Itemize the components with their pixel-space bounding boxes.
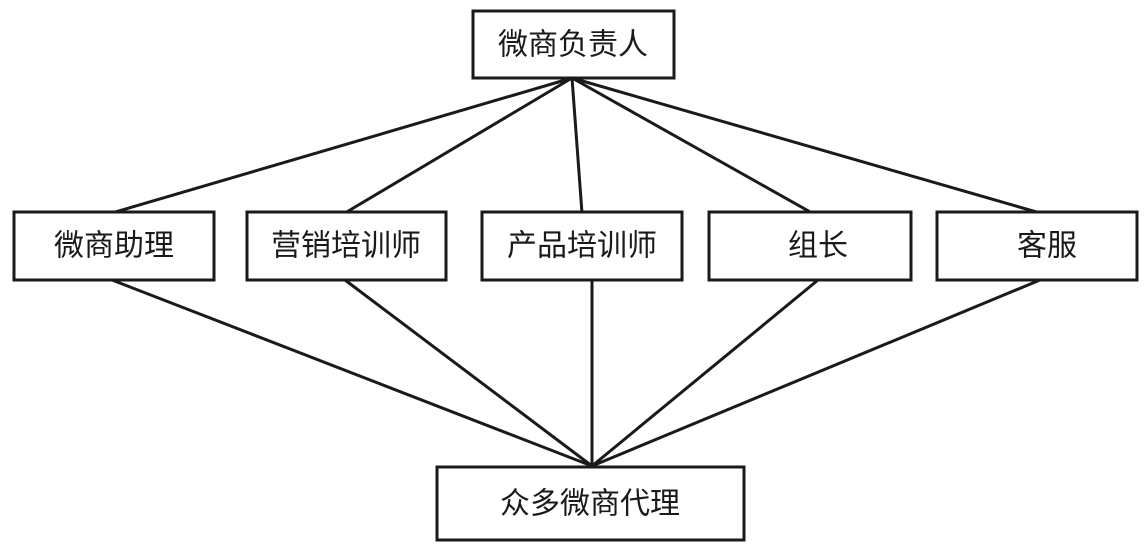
edge-top-to-customer-service [571,76,1041,215]
node-assistant-box [12,210,216,282]
node-marketing-trainer: 营销培训师 [245,210,448,282]
node-agents: 众多微商代理 [435,465,746,542]
node-marketing-trainer-label: 营销培训师 [271,229,421,264]
node-top-manager-box [471,9,676,80]
node-team-leader-box [707,210,913,282]
node-team-leader-label: 组长 [788,229,848,264]
node-customer-service-box [935,210,1139,282]
node-team-leader: 组长 [707,210,913,282]
node-agents-box [435,465,746,542]
edge-assistant-to-agents [111,278,593,468]
node-marketing-trainer-box [245,210,448,282]
edge-top-to-marketing-trainer [344,76,573,215]
edge-top-to-product-trainer [570,77,584,214]
node-assistant: 微商助理 [12,210,216,282]
node-assistant-label: 微商助理 [54,229,174,264]
edge-marketing-trainer-to-agents [344,278,593,468]
edges-middle-to-bottom [111,278,1041,468]
edges-top-to-middle [111,76,1041,215]
node-top-manager: 微商负责人 [471,9,676,80]
node-customer-service: 客服 [935,210,1139,282]
node-customer-service-label: 客服 [1017,229,1077,264]
edge-top-to-assistant [111,76,573,215]
edge-customer-service-to-agents [591,278,1041,468]
node-product-trainer-box [480,210,684,282]
node-agents-label: 众多微商代理 [500,487,680,522]
edge-top-to-team-leader [571,76,813,215]
node-top-manager-label: 微商负责人 [498,28,648,63]
node-product-trainer: 产品培训师 [480,210,684,282]
edge-team-leader-to-agents [591,278,819,468]
node-product-trainer-label: 产品培训师 [507,229,657,264]
